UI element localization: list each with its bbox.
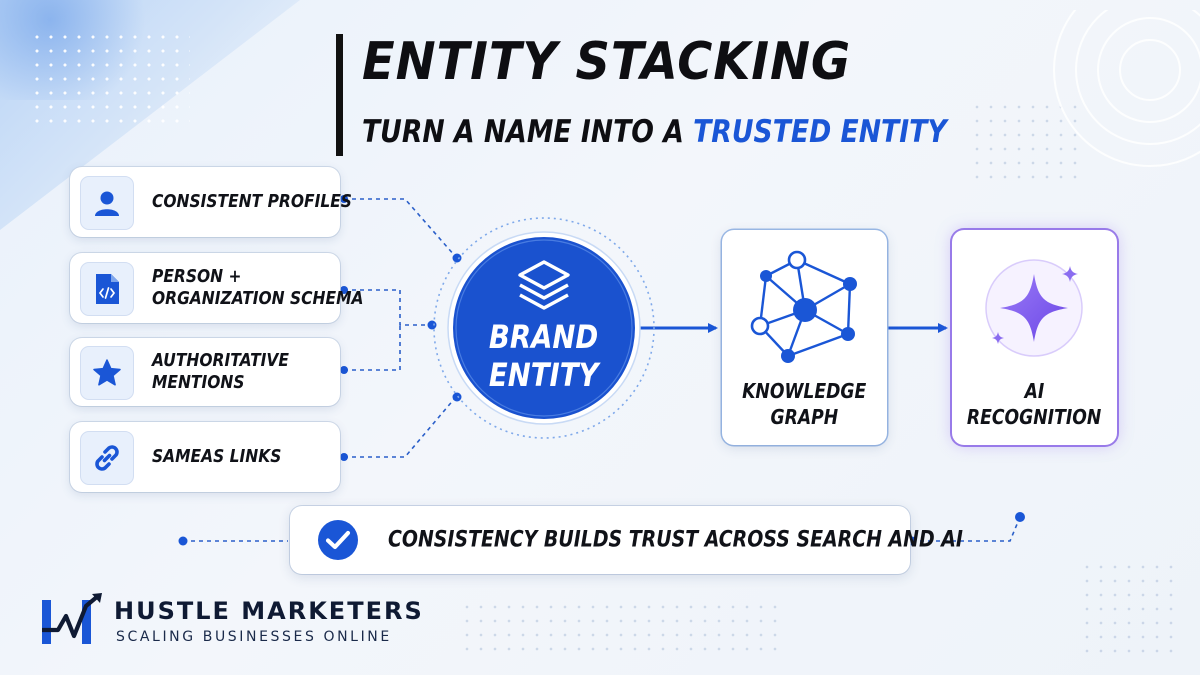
star-icon bbox=[80, 346, 134, 400]
ai-recognition-line-1: AI bbox=[1024, 379, 1045, 403]
link-icon bbox=[80, 431, 134, 485]
input-card-authoritative-mentions: AUTHORITATIVE MENTIONS bbox=[70, 338, 340, 406]
brand-entity-line-2: ENTITY bbox=[489, 356, 599, 394]
dot-pattern-top-right bbox=[970, 100, 1080, 184]
brand-entity-label: BRAND ENTITY bbox=[455, 318, 633, 394]
page-title: ENTITY STACKING bbox=[362, 32, 852, 92]
card-label: CONSISTENT PROFILES bbox=[152, 191, 352, 212]
layers-icon bbox=[518, 260, 570, 310]
card-label: PERSON + ORGANIZATION SCHEMA bbox=[152, 266, 363, 310]
card-label: SAMEAS LINKS bbox=[152, 446, 282, 467]
connector-dots bbox=[178, 195, 1025, 546]
dot-pattern-bottom bbox=[460, 600, 780, 656]
sparkle-icon bbox=[985, 259, 1083, 357]
input-card-consistent-profiles: CONSISTENT PROFILES bbox=[70, 167, 352, 237]
title-accent-bar bbox=[336, 34, 343, 156]
logo-tagline: SCALING BUSINESSES ONLINE bbox=[116, 629, 392, 645]
card-label: AUTHORITATIVE MENTIONS bbox=[152, 350, 289, 394]
logo-name: HUSTLE MARKETERS bbox=[114, 597, 424, 625]
card-label-line-2: ORGANIZATION SCHEMA bbox=[152, 288, 364, 309]
ai-recognition-label: AI RECOGNITION bbox=[952, 378, 1117, 430]
knowledge-graph-line-2: GRAPH bbox=[770, 405, 839, 429]
dot-pattern-bottom-right bbox=[1080, 560, 1180, 660]
ai-recognition-line-2: RECOGNITION bbox=[967, 405, 1102, 429]
knowledge-graph-label: KNOWLEDGE GRAPH bbox=[722, 378, 887, 430]
subtitle-highlight: TRUSTED ENTITY bbox=[693, 114, 947, 150]
brand-entity-line-1: BRAND bbox=[489, 318, 599, 356]
brand-entity-node bbox=[433, 217, 655, 439]
check-circle-icon bbox=[318, 520, 358, 560]
knowledge-graph-box: KNOWLEDGE GRAPH bbox=[722, 230, 887, 445]
code-file-icon bbox=[80, 262, 134, 316]
user-icon bbox=[80, 176, 134, 230]
ring-decoration bbox=[1053, 10, 1200, 167]
dot-pattern-top-left bbox=[30, 30, 190, 130]
knowledge-graph-line-1: KNOWLEDGE bbox=[742, 379, 867, 403]
card-label-line-1: PERSON + bbox=[152, 266, 242, 287]
consistency-banner: CONSISTENCY BUILDS TRUST ACROSS SEARCH A… bbox=[290, 506, 963, 574]
ai-recognition-box: AI RECOGNITION bbox=[952, 230, 1117, 445]
dashed-connectors bbox=[183, 198, 1021, 542]
input-card-schema: PERSON + ORGANIZATION SCHEMA bbox=[70, 253, 363, 323]
input-card-sameas-links: SAMEAS LINKS bbox=[70, 422, 340, 492]
network-icon bbox=[750, 250, 857, 363]
subtitle-prefix: TURN A NAME INTO A bbox=[362, 114, 684, 150]
card-label-line-1: AUTHORITATIVE bbox=[152, 350, 289, 371]
card-label-line-2: MENTIONS bbox=[152, 372, 245, 393]
banner-label: CONSISTENCY BUILDS TRUST ACROSS SEARCH A… bbox=[388, 527, 963, 553]
page-subtitle: TURN A NAME INTO A TRUSTED ENTITY bbox=[362, 112, 947, 152]
hustle-marketers-logo-icon bbox=[42, 593, 102, 644]
